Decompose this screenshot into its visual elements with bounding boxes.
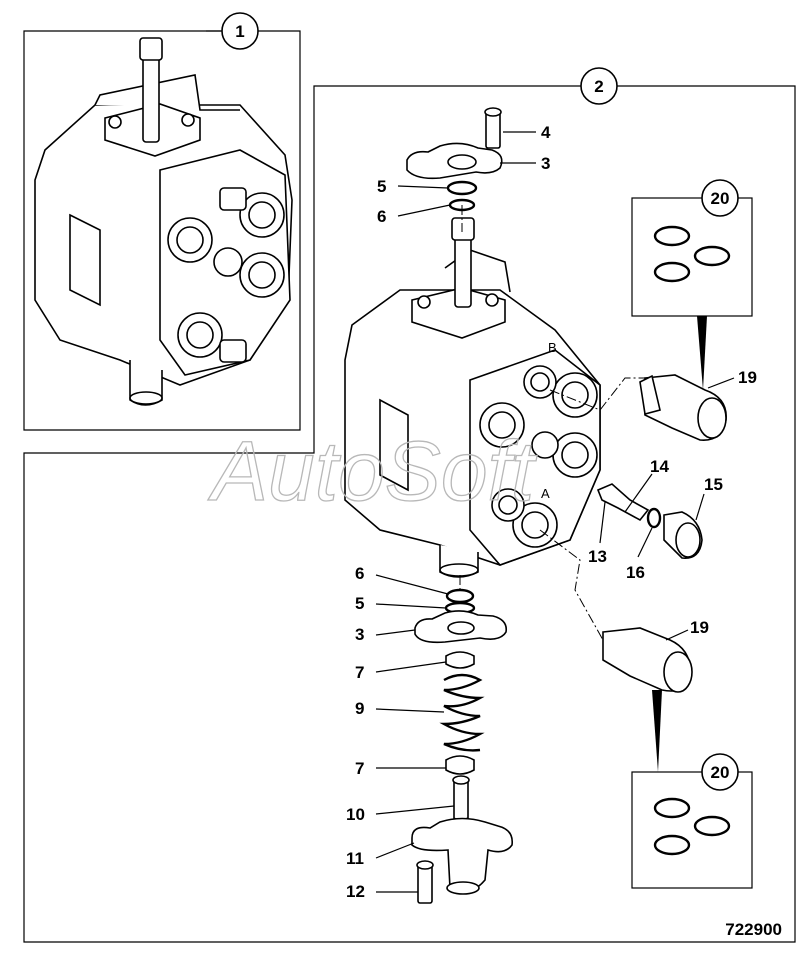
spring-seat-7-top (445, 651, 475, 669)
ring-5-top (446, 180, 478, 196)
callout-3-top: 3 (541, 154, 550, 173)
callout-15: 15 (704, 475, 723, 494)
callout-12: 12 (346, 882, 365, 901)
lower-exploded-parts (411, 588, 514, 904)
spring-9 (439, 673, 485, 752)
ring-6-bottom (445, 588, 475, 604)
callout-9: 9 (355, 699, 364, 718)
seal-kit-box-top (631, 197, 753, 390)
assembly-1-valve-body (34, 37, 293, 406)
callout-5-top: 5 (377, 177, 386, 196)
seal-16 (646, 507, 662, 529)
callout-7-bottom: 7 (355, 759, 364, 778)
assembly-2-frame (23, 85, 796, 943)
callout-10: 10 (346, 805, 365, 824)
callout-16: 16 (626, 563, 645, 582)
spring-seat-7-bottom (445, 755, 475, 775)
callout-6-bottom: 6 (355, 564, 364, 583)
callout-14: 14 (650, 457, 669, 476)
callout-11: 11 (346, 849, 364, 868)
kit-number-bottom: 20 (701, 753, 739, 791)
callouts: 4 3 5 6 19 14 15 13 16 6 5 3 7 9 7 10 11 (346, 123, 757, 901)
relief-parts-13-14 (596, 483, 650, 522)
figure-number: 722900 (725, 920, 782, 939)
callout-3-bottom: 3 (355, 625, 364, 644)
end-cap-11 (411, 817, 514, 893)
svg-text:20: 20 (711, 763, 730, 782)
callout-13: 13 (588, 547, 607, 566)
assembly-number-1: 1 (206, 12, 259, 50)
callout-19-bottom: 19 (690, 618, 709, 637)
callout-5-bottom: 5 (355, 594, 364, 613)
svg-text:20: 20 (711, 189, 730, 208)
side-exploded-parts (596, 374, 727, 693)
watermark: AutoSoft (207, 424, 538, 518)
port-a-label: A (541, 486, 550, 501)
callout-4: 4 (541, 123, 551, 142)
seal-kit-box-bottom (631, 690, 753, 889)
callout-7-top: 7 (355, 663, 364, 682)
cap-screw-12 (417, 864, 433, 904)
assembly-number-2: 2 (580, 67, 618, 105)
callout-6-top: 6 (377, 207, 386, 226)
svg-text:1: 1 (235, 22, 244, 41)
port-b-label: B (548, 340, 557, 355)
kit-pointer-bottom (652, 690, 662, 772)
upper-exploded-parts (406, 107, 503, 212)
callout-19-top: 19 (738, 368, 757, 387)
assembly-2-valve-body: B A (344, 217, 601, 578)
kit-pointer-top (697, 316, 707, 390)
svg-text:2: 2 (594, 77, 603, 96)
cap-screw-4 (485, 111, 501, 149)
kit-number-top: 20 (701, 179, 739, 217)
